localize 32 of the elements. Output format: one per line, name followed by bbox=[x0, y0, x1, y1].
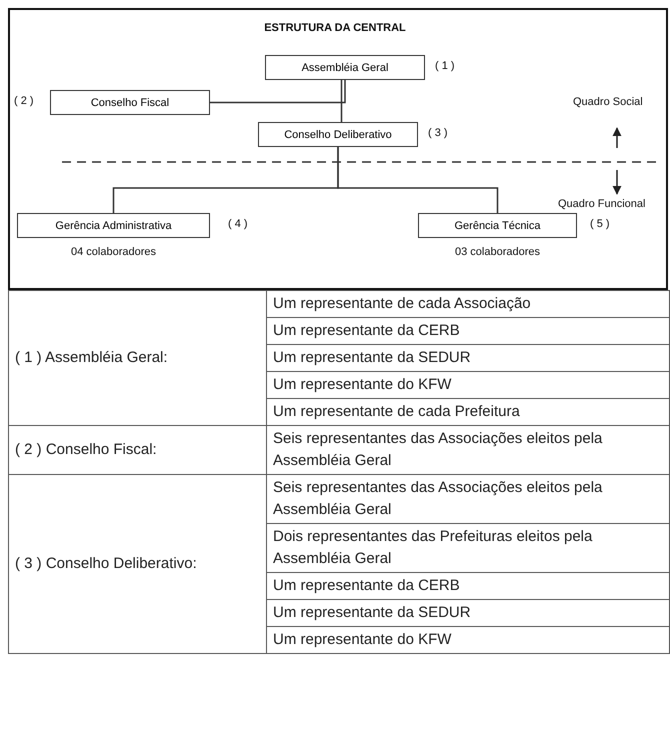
connector-line bbox=[210, 80, 346, 104]
table-cell: Dois representantes das Prefeituras eleitos pela Assembléia Geral bbox=[266, 524, 670, 572]
table-cell: Um representante da CERB bbox=[266, 572, 670, 600]
org-box: Conselho Deliberativo bbox=[258, 122, 418, 147]
chart-title: ESTRUTURA DA CENTRAL bbox=[263, 22, 407, 34]
table-cell: Um representante da SEDUR bbox=[266, 600, 670, 626]
org-box: Conselho Fiscal bbox=[50, 90, 210, 115]
table-cell: ( 1 ) Assembléia Geral: bbox=[8, 290, 266, 426]
table-cell: Seis representantes das Associações eleitos pela Assembléia Geral bbox=[266, 426, 670, 474]
table-cell: ( 3 ) Conselho Deliberativo: bbox=[8, 474, 266, 654]
caption-text: 04 colaboradores bbox=[70, 246, 157, 258]
side-label: Quadro Funcional bbox=[558, 198, 646, 210]
org-box: Assembléia Geral bbox=[265, 55, 425, 80]
side-label: Quadro Social bbox=[573, 96, 643, 108]
callout-number: ( 1 ) bbox=[435, 60, 455, 72]
org-box: Gerência Técnica bbox=[418, 213, 577, 238]
table-cell: Um representante do KFW bbox=[266, 372, 670, 398]
table-cell: Seis representantes das Associações eleitos pela Assembléia Geral bbox=[266, 474, 670, 524]
table-cell: Um representante da CERB bbox=[266, 318, 670, 344]
table-cell: Um representante de cada Associação bbox=[266, 290, 670, 318]
table-cell: Um representante do KFW bbox=[266, 626, 670, 654]
table-cell: ( 2 ) Conselho Fiscal: bbox=[8, 426, 266, 474]
connector-line bbox=[340, 80, 342, 122]
callout-number: ( 3 ) bbox=[428, 127, 448, 139]
org-box: Gerência Administrativa bbox=[17, 213, 210, 238]
connector-line bbox=[337, 147, 498, 213]
table-cell: Um representante da SEDUR bbox=[266, 344, 670, 372]
caption-text: 03 colaboradores bbox=[454, 246, 541, 258]
callout-number: ( 4 ) bbox=[228, 218, 248, 230]
table-cell: Um representante de cada Prefeitura bbox=[266, 398, 670, 426]
callout-number: ( 2 ) bbox=[14, 95, 34, 107]
callout-number: ( 5 ) bbox=[590, 218, 610, 230]
